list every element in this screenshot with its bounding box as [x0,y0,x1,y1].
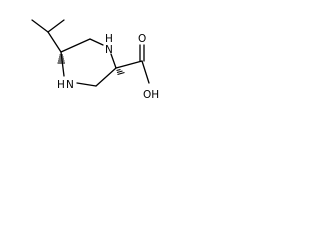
carboxyl-group [115,44,150,84]
bond-c2-c3 [95,67,117,87]
stereo-hashed-bond-left [57,54,65,64]
bond-isopropyl-ch-to-methyl-left [31,19,49,33]
bond-isopropyl-ch-to-ring [47,31,62,53]
bond-c2-carboxyl-carbon [115,60,143,69]
bond-carboxyl-c-to-oh [141,60,150,84]
bond-c6-n1 [89,38,104,46]
label-hydroxyl: OH [143,89,159,101]
isopropyl-group [31,19,65,53]
bond-c5-c6 [60,38,91,53]
stereo-hashed-bond-right [116,68,125,76]
bond-n1-c2 [110,53,117,69]
label-ring-nitrogen-top-h: H [105,33,113,45]
label-carboxyl-oxygen: O [138,33,146,45]
bond-n4-c5 [60,51,65,77]
piperazine-ring [60,38,117,87]
atom-labels: H N H N O OH [57,33,159,101]
label-ring-nitrogen-top: N [105,44,113,56]
label-ring-nitrogen-bottom: N [66,79,74,91]
bond-isopropyl-ch-to-methyl-right [47,19,65,33]
label-ring-nitrogen-bottom-h: H [57,79,65,91]
molecule-structure: H N H N O OH [31,19,159,101]
bond-c3-n4 [76,82,97,87]
